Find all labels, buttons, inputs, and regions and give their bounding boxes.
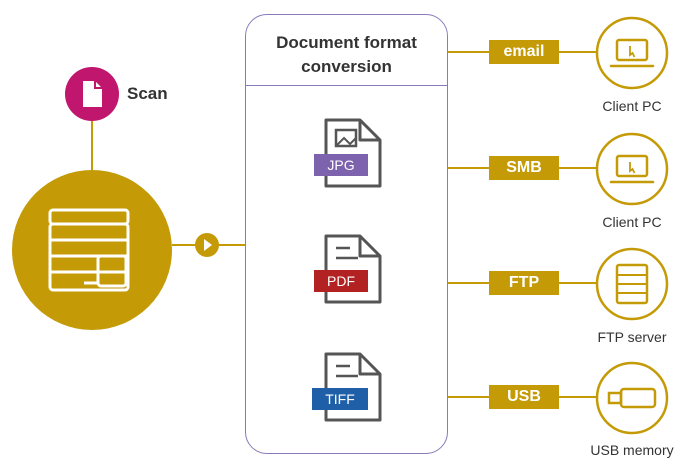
tag-email: email: [489, 40, 559, 64]
destination-label-usb: USB memory: [590, 442, 674, 458]
format-label-tiff: TIFF: [325, 391, 355, 407]
server-icon: [595, 247, 669, 321]
jpg-file-icon: [314, 118, 382, 188]
panel-title: Document format conversion: [276, 33, 417, 76]
printer-icon: [12, 170, 172, 330]
laptop-icon: [595, 16, 669, 90]
destination-label-email: Client PC: [602, 98, 662, 114]
panel-divider: [246, 85, 447, 86]
tag-ftp: FTP: [489, 271, 559, 295]
tag-usb: USB: [489, 385, 559, 409]
format-label-jpg: JPG: [327, 157, 355, 173]
conversion-panel: Document format conversion: [245, 14, 448, 454]
document-icon: [65, 67, 119, 121]
scan-label: Scan: [127, 84, 168, 103]
format-label-pdf: PDF: [327, 273, 355, 289]
tag-smb: SMB: [489, 156, 559, 180]
destination-label-smb: Client PC: [602, 214, 662, 230]
laptop-icon: [595, 132, 669, 206]
arrow-icon: [195, 233, 219, 257]
tiff-file-icon: [312, 352, 382, 422]
jpg-badge: [314, 154, 368, 176]
pdf-file-icon: [314, 234, 382, 304]
usb-icon: [595, 361, 669, 435]
destination-label-ftp: FTP server: [597, 329, 667, 345]
